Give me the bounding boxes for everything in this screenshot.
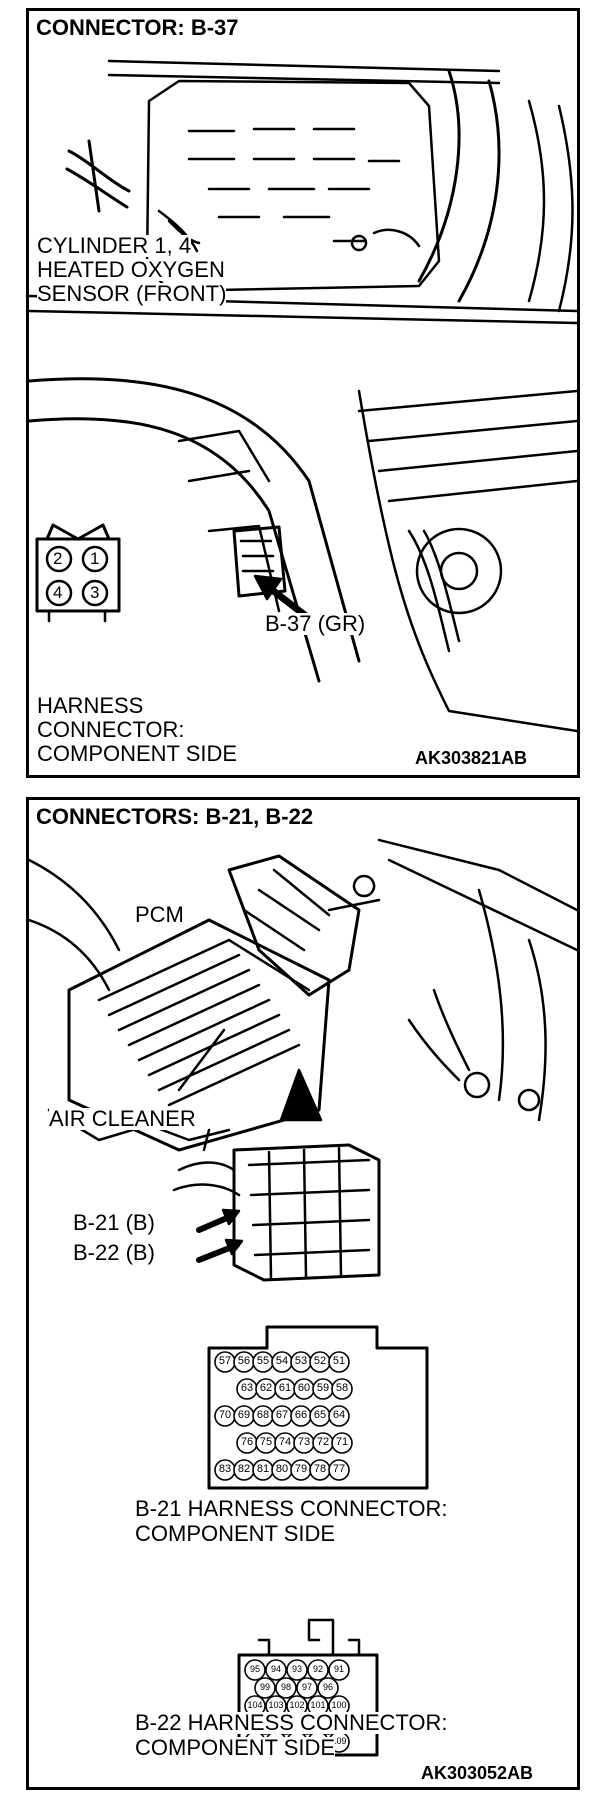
pin-1: 1: [90, 549, 100, 568]
b21-pin-circles: [214, 1351, 353, 1481]
b21-pin-label: 72: [316, 1435, 330, 1448]
b21-pin-label: 69: [237, 1408, 251, 1421]
b21-pin-label: 60: [297, 1381, 311, 1394]
air-cleaner-label: AIR CLEANER: [49, 1106, 196, 1131]
b21-pin-label: 58: [335, 1381, 349, 1394]
b22-pin-label: 91: [333, 1663, 344, 1674]
b21-pin-label: 56: [237, 1354, 251, 1367]
pcm-label: PCM: [135, 902, 184, 927]
b22-pin-label: 93: [291, 1663, 302, 1674]
b22-pin-label: 98: [280, 1681, 291, 1692]
b21-pin-label: 65: [313, 1408, 327, 1421]
b22-pin-label: 104: [247, 1699, 263, 1710]
pin-4: 4: [53, 583, 63, 602]
b22-pin-label: 100: [331, 1699, 347, 1710]
b21-pin-label: 73: [297, 1435, 311, 1448]
b21-pin-label: 54: [275, 1354, 289, 1367]
b22-callout: B-22 (B): [73, 1240, 155, 1265]
b22-pin-label: 97: [301, 1681, 312, 1692]
b22-pin-label: 103: [268, 1699, 284, 1710]
b22-caption-line1: B-22 HARNESS CONNECTOR:: [135, 1710, 448, 1735]
b21-caption-line1: B-21 HARNESS CONNECTOR:: [135, 1496, 448, 1521]
connector-b37-panel: CONNECTOR: B-37 CYLINDER 1, 4 HEATED OXY…: [26, 8, 580, 778]
b21-pin-label: 78: [313, 1462, 327, 1475]
b22-pin-circle: [265, 1659, 287, 1681]
b37-connector-face-outline: [35, 523, 121, 623]
connectors-b21-b22-panel: CONNECTORS: B-21, B-22 PCM AIR CLEANER B…: [26, 797, 580, 1790]
b21-pin-circle: [331, 1432, 353, 1454]
sensor-label-line1: CYLINDER 1, 4: [37, 233, 192, 258]
b21-caption-line2: COMPONENT SIDE: [135, 1521, 336, 1546]
side-label-line1: HARNESS: [37, 693, 144, 718]
b21-pin-circle: [328, 1351, 350, 1373]
pin-2: 2: [53, 549, 63, 568]
engine-bay-illustration-b37: [29, 59, 577, 733]
b22-pin-label: 94: [270, 1663, 281, 1674]
sensor-label-line3: SENSOR (FRONT): [37, 281, 227, 306]
b21-pin-label: 83: [218, 1462, 232, 1475]
b21-pin-label: 81: [256, 1462, 270, 1475]
b21-pin-circle: [331, 1378, 353, 1400]
b22-pin-circle: [317, 1677, 339, 1699]
b22-pin-label: 92: [312, 1663, 323, 1674]
b22-pin-circle: [296, 1677, 318, 1699]
b22-pin-label: 95: [249, 1663, 260, 1674]
side-label-line3: COMPONENT SIDE: [37, 741, 238, 766]
sensor-label-line2: HEATED OXYGEN: [37, 257, 225, 282]
b21-pin-circle: [328, 1405, 350, 1427]
panel-title-b37: CONNECTOR: B-37: [33, 17, 242, 39]
b22-pin-circle: [328, 1659, 350, 1681]
side-label-line2: CONNECTOR:: [37, 717, 185, 742]
b21-pin-label: 80: [275, 1462, 289, 1475]
b21-pin-label: 52: [313, 1354, 327, 1367]
b21-pin-label: 51: [332, 1354, 346, 1367]
b21-pin-label: 53: [294, 1354, 308, 1367]
b22-pin-circle: [286, 1659, 308, 1681]
figure-code-b21-b22: AK303052AB: [419, 1763, 536, 1783]
b22-pin-circle: [307, 1659, 329, 1681]
b22-pin-circle: [244, 1659, 266, 1681]
b22-pin-label: 102: [289, 1699, 305, 1710]
b21-pin-label: 61: [278, 1381, 292, 1394]
figure-code-b37: AK303821AB: [413, 748, 530, 768]
panel-title-b21-b22: CONNECTORS: B-21, B-22: [33, 806, 317, 828]
connector-callout-b37: B-37 (GR): [265, 611, 366, 636]
b22-pin-circle: [254, 1677, 276, 1699]
pin-3: 3: [90, 583, 100, 602]
b22-pin-label: 99: [259, 1681, 270, 1692]
b22-pin-label: 96: [322, 1681, 333, 1692]
b21-connector-face-outline: [207, 1325, 429, 1490]
b22-pin-circle: [275, 1677, 297, 1699]
b21-pin-label: 76: [240, 1435, 254, 1448]
b21-pin-label: 77: [332, 1462, 346, 1475]
b21-pin-label: 59: [316, 1381, 330, 1394]
b21-pin-label: 75: [259, 1435, 273, 1448]
b22-pin-label: 101: [310, 1699, 326, 1710]
b21-pin-label: 64: [332, 1408, 346, 1421]
b21-pin-label: 79: [294, 1462, 308, 1475]
b21-pin-label: 55: [256, 1354, 270, 1367]
b21-pin-label: 82: [237, 1462, 251, 1475]
b21-pin-label: 57: [218, 1354, 232, 1367]
b21-pin-label: 71: [335, 1435, 349, 1448]
b21-callout: B-21 (B): [73, 1210, 155, 1235]
b21-pin-label: 66: [294, 1408, 308, 1421]
b21-pin-label: 62: [259, 1381, 273, 1394]
b21-pin-label: 74: [278, 1435, 292, 1448]
engine-bay-illustration-b21-b22: [29, 838, 577, 1757]
b21-pin-label: 67: [275, 1408, 289, 1421]
b21-pin-label: 70: [218, 1408, 232, 1421]
b22-pin-label: 109: [331, 1735, 347, 1746]
b21-pin-circle: [328, 1459, 350, 1481]
b22-caption-line2: COMPONENT SIDE: [135, 1735, 336, 1760]
b21-pin-label: 68: [256, 1408, 270, 1421]
b21-pin-label: 63: [240, 1381, 254, 1394]
